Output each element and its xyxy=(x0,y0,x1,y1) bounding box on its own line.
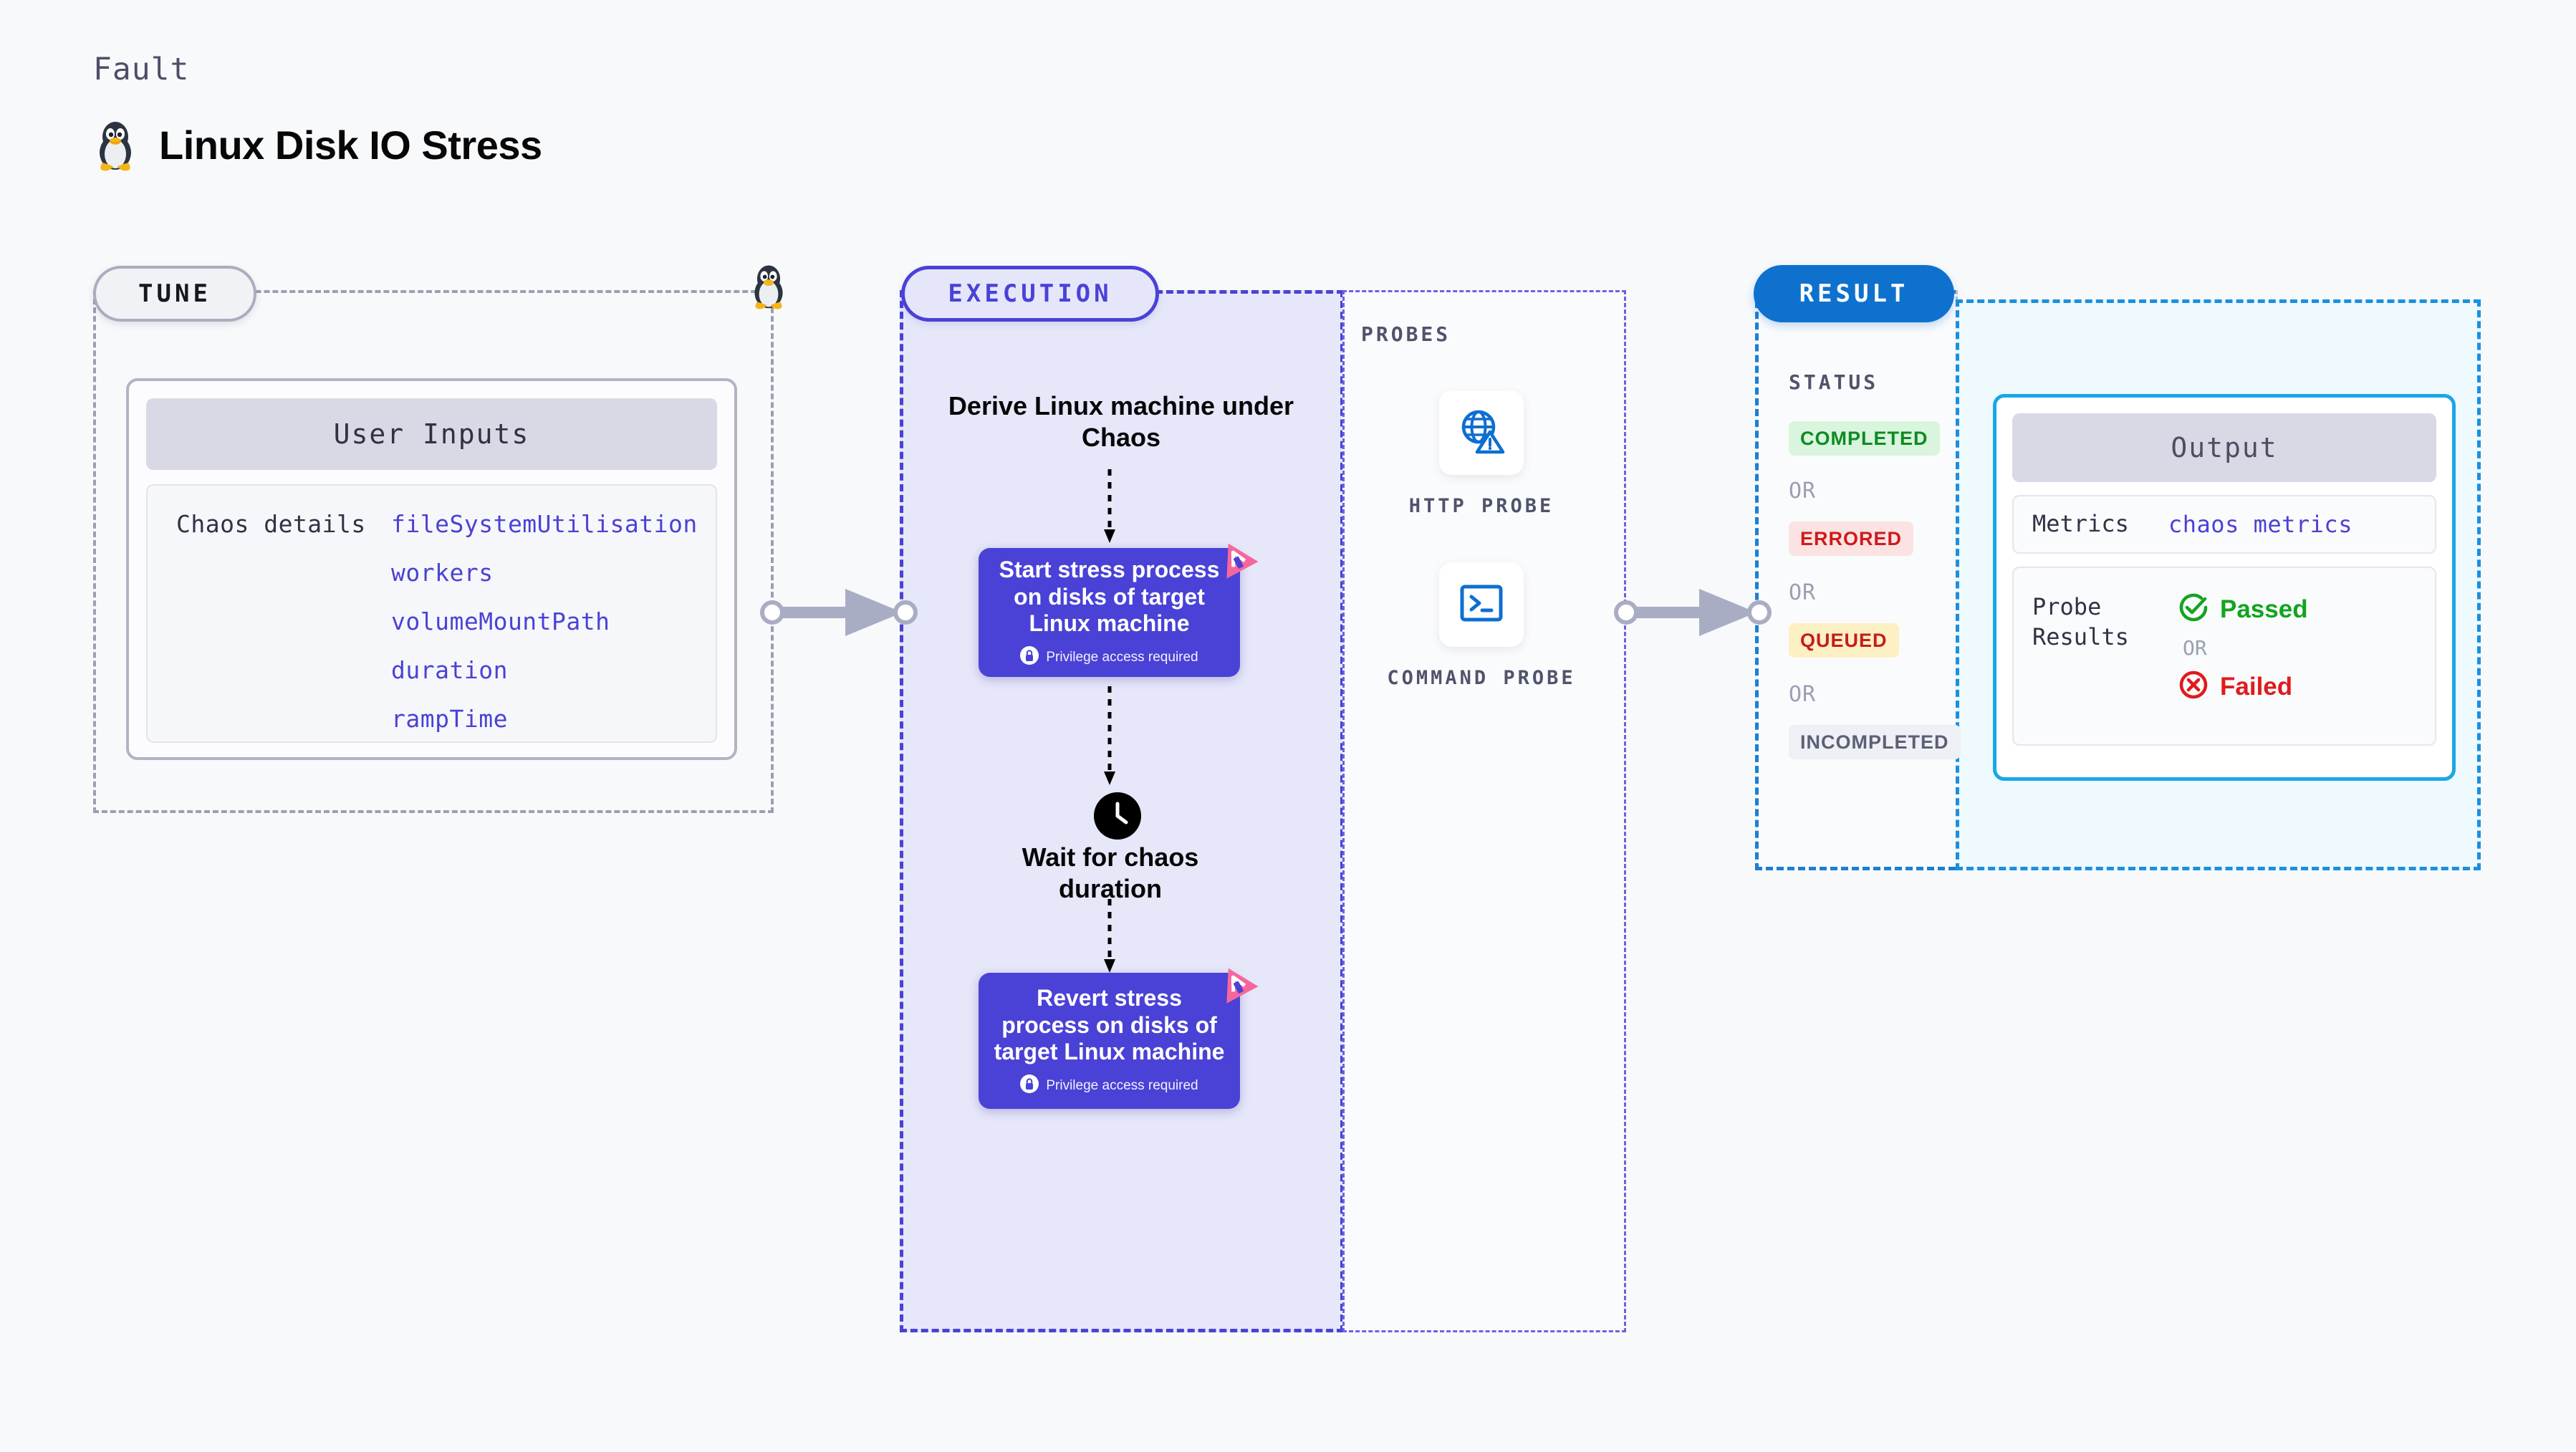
lock-icon xyxy=(1020,1074,1039,1097)
probes-section-box xyxy=(1342,290,1626,1332)
tune-section-box xyxy=(93,290,774,813)
probe-results-key: Probe Results xyxy=(2032,593,2129,650)
wait-step-label: Wait for chaos duration xyxy=(1022,842,1199,903)
metrics-key: Metrics xyxy=(2032,510,2129,538)
output-card: Output Metrics chaos metrics Probe Resul… xyxy=(1993,394,2456,781)
page-title: Linux Disk IO Stress xyxy=(159,122,542,168)
execution-pill[interactable]: EXECUTION xyxy=(901,266,1159,322)
revert-node-privilege-row: Privilege access required xyxy=(1020,1074,1198,1097)
page-kicker: Fault xyxy=(93,52,190,87)
chaos-details-label: Chaos details xyxy=(176,510,366,538)
connector-tune-to-execution xyxy=(759,580,924,648)
probe-passed-label: Passed xyxy=(2220,595,2308,623)
command-probe-label: COMMAND PROBE xyxy=(1387,667,1576,689)
start-node-privilege-row: Privilege access required xyxy=(1020,646,1198,668)
connector-execution-to-result xyxy=(1613,580,1778,648)
tune-pill[interactable]: TUNE xyxy=(93,266,256,322)
x-circle-icon xyxy=(2178,670,2209,703)
page-title-row: Linux Disk IO Stress xyxy=(93,118,542,171)
result-status-box xyxy=(1755,290,1956,870)
command-probe-tile[interactable] xyxy=(1439,562,1524,647)
status-badge-completed: COMPLETED xyxy=(1789,421,1940,456)
terminal-icon xyxy=(1458,581,1505,629)
param-ramp-time[interactable]: rampTime xyxy=(391,705,508,733)
revert-node-title: Revert stress process on disks of target… xyxy=(994,984,1225,1065)
status-badge-errored: ERRORED xyxy=(1789,521,1914,556)
flow-arrow-3 xyxy=(1102,899,1118,978)
chaos-corner-badge xyxy=(1214,963,1259,1007)
derive-step-label: Derive Linux machine under Chaos xyxy=(948,391,1294,452)
flow-arrow-1 xyxy=(1102,469,1118,548)
chaos-corner-badge xyxy=(1214,539,1259,582)
check-circle-icon xyxy=(2178,592,2209,626)
probe-results-or: OR xyxy=(2183,636,2207,660)
param-workers[interactable]: workers xyxy=(391,559,494,587)
http-probe-label: HTTP PROBE xyxy=(1408,495,1554,517)
param-duration[interactable]: duration xyxy=(391,656,508,684)
status-label: STATUS xyxy=(1789,370,1879,394)
probes-section-label: PROBES xyxy=(1361,322,1451,346)
result-pill[interactable]: RESULT xyxy=(1754,265,1954,322)
probe-results-row: Probe Results Passed OR xyxy=(2012,567,2436,746)
status-badge-incompleted: INCOMPLETED xyxy=(1789,725,1961,759)
param-file-system-utilisation[interactable]: fileSystemUtilisation xyxy=(391,510,698,538)
linux-penguin-icon xyxy=(93,118,138,171)
user-inputs-header: User Inputs xyxy=(146,398,717,470)
probe-results-values: Passed OR Failed xyxy=(2168,592,2308,703)
lock-icon xyxy=(1020,646,1039,668)
probe-failed-label: Failed xyxy=(2220,672,2293,701)
probe-result-failed: Failed xyxy=(2178,670,2308,703)
status-or-3: OR xyxy=(1789,682,1817,707)
start-stress-process-node[interactable]: Start stress process on disks of target … xyxy=(979,548,1240,677)
metrics-row: Metrics chaos metrics xyxy=(2012,495,2436,554)
revert-stress-process-node[interactable]: Revert stress process on disks of target… xyxy=(979,973,1240,1109)
start-node-privilege-text: Privilege access required xyxy=(1046,649,1198,665)
flow-arrow-2 xyxy=(1102,686,1118,790)
http-probe-tile[interactable] xyxy=(1439,390,1524,475)
probe-result-passed: Passed xyxy=(2178,592,2308,626)
revert-node-privilege-text: Privilege access required xyxy=(1046,1077,1198,1093)
param-volume-mount-path[interactable]: volumeMountPath xyxy=(391,607,610,635)
globe-warning-icon xyxy=(1456,406,1506,460)
status-or-2: OR xyxy=(1789,580,1817,605)
user-inputs-card: User Inputs Chaos details fileSystemUtil… xyxy=(126,378,737,760)
chaos-params-list: fileSystemUtilisation workers volumeMoun… xyxy=(391,510,698,741)
start-node-title: Start stress process on disks of target … xyxy=(999,556,1220,637)
tune-linux-penguin-icon xyxy=(749,262,789,309)
user-inputs-body: Chaos details fileSystemUtilisation work… xyxy=(146,484,717,743)
output-header: Output xyxy=(2012,413,2436,482)
metrics-value-link[interactable]: chaos metrics xyxy=(2168,511,2352,538)
clock-icon xyxy=(1094,792,1141,843)
status-badge-queued: QUEUED xyxy=(1789,623,1899,658)
status-or-1: OR xyxy=(1789,479,1817,504)
